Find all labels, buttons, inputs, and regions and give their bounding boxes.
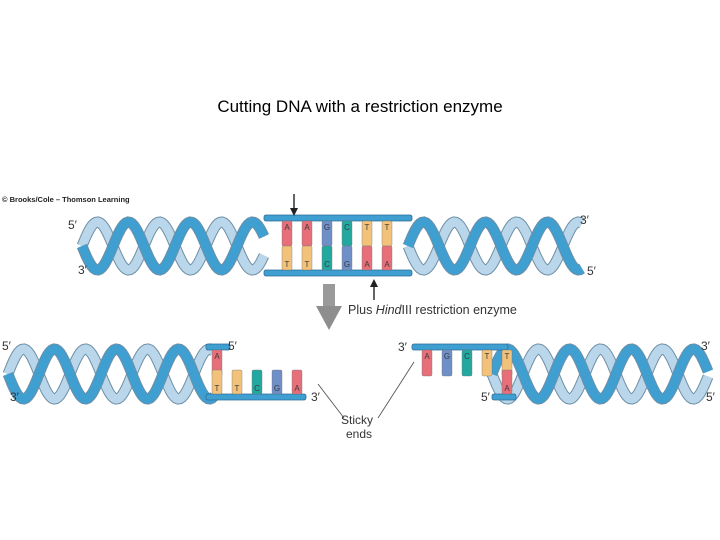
left-fragment-helix-back-strand <box>3 344 218 404</box>
helix-layer <box>2 216 714 405</box>
right-fragment-top-base-3-letter: C <box>464 352 470 361</box>
arrows-layer <box>290 194 415 419</box>
enzyme-label-prefix: Plus <box>348 303 376 317</box>
bottom-base-3 <box>321 245 333 271</box>
right-fragment-top-base-4 <box>481 349 493 377</box>
sticky-ends-label-line2: ends <box>346 427 372 441</box>
right-fragment-3prime-label: 3′ <box>701 339 711 353</box>
right-fragment-bottom-end-label: 5′ <box>481 390 491 404</box>
left-fragment-bottom-base-2-letter: T <box>235 384 240 393</box>
left-fragment-bottom-base-3 <box>251 369 263 395</box>
left-fragment-top-end-label: 5′ <box>228 339 238 353</box>
process-arrow-shaft <box>323 284 335 306</box>
enzyme-label-suffix: restriction enzyme <box>412 303 517 317</box>
top-base-4-letter: C <box>344 223 350 232</box>
backbone-layer <box>205 214 517 401</box>
base-pairs-layer: A A G C T T T T C G A A A T T C G A A G C T T A <box>211 220 513 395</box>
right-fragment-helix-front-strand <box>487 344 713 404</box>
right-fragment-top-base-2-letter: G <box>444 352 450 361</box>
top-strand-5prime-label: 5′ <box>68 218 78 232</box>
right-fragment-top-base-2 <box>441 349 453 377</box>
sticky-pointer-right <box>377 361 415 419</box>
right-fragment-top-base-1-letter: A <box>424 352 430 361</box>
left-fragment-3prime-label: 3′ <box>10 390 20 404</box>
bottom-base-5-letter: A <box>364 260 370 269</box>
left-fragment-bottom-base-1-letter: T <box>215 384 220 393</box>
bottom-base-1 <box>281 245 293 271</box>
process-arrow-head <box>316 306 342 330</box>
top-strand-3prime-label: 3′ <box>580 213 590 227</box>
labels-layer: 5′ 3′ 3′ 5′ 5′ 3′ 5′ 3′ 3′ 5′ 3′ 5′ Plus… <box>2 213 716 441</box>
top-base-5-letter: T <box>365 223 370 232</box>
bottom-base-3-letter: C <box>324 260 330 269</box>
page-title: Cutting DNA with a restriction enzyme <box>217 97 503 116</box>
left-fragment-top-base-1-letter: A <box>214 352 220 361</box>
top-helix-right-front-strand <box>403 217 585 275</box>
left-fragment-top-backbone <box>205 343 231 351</box>
cut-site-arrowhead-bottom <box>370 279 378 287</box>
right-fragment-top-end-label: 3′ <box>398 340 408 354</box>
bottom-strand-backbone <box>263 269 413 277</box>
bottom-strand-3prime-label: 3′ <box>78 263 88 277</box>
top-base-1-letter: A <box>284 223 290 232</box>
right-fragment-bottom-base-1 <box>501 369 513 395</box>
right-fragment-top-base-5-letter: T <box>505 352 510 361</box>
enzyme-label: Plus HindIII restriction enzyme <box>348 303 517 317</box>
bottom-base-6-letter: A <box>384 260 390 269</box>
bottom-base-4-letter: G <box>344 260 350 269</box>
right-fragment-top-base-3 <box>461 349 473 377</box>
top-base-6-letter: T <box>385 223 390 232</box>
right-fragment-top-base-4-letter: T <box>485 352 490 361</box>
bottom-base-5 <box>361 245 373 271</box>
left-fragment-5prime-label: 5′ <box>2 339 12 353</box>
right-fragment-5prime-label: 5′ <box>706 390 716 404</box>
right-fragment-top-backbone <box>411 343 509 351</box>
enzyme-name-italic: Hind <box>376 303 403 317</box>
bottom-base-2-letter: T <box>305 260 310 269</box>
left-fragment-helix-front-strand <box>3 344 218 404</box>
bottom-base-1-letter: T <box>285 260 290 269</box>
bottom-base-2 <box>301 245 313 271</box>
left-fragment-bottom-base-4-letter: G <box>274 384 280 393</box>
left-fragment-bottom-base-5 <box>291 369 303 395</box>
right-fragment-top-base-1 <box>421 349 433 377</box>
left-fragment-bottom-base-5-letter: A <box>294 384 300 393</box>
enzyme-name-roman: III <box>402 303 412 317</box>
top-base-3-letter: G <box>324 223 330 232</box>
top-strand-backbone <box>263 214 413 222</box>
bottom-strand-5prime-label: 5′ <box>587 264 597 278</box>
left-fragment-bottom-end-label: 3′ <box>311 390 321 404</box>
top-base-2-letter: A <box>304 223 310 232</box>
bottom-base-6 <box>381 245 393 271</box>
left-fragment-bottom-base-4 <box>271 369 283 395</box>
sticky-pointer-left <box>317 383 345 419</box>
right-fragment-bottom-base-1-letter: A <box>504 384 510 393</box>
cut-site-arrowhead-top <box>290 208 298 216</box>
left-fragment-bottom-base-3-letter: C <box>254 384 260 393</box>
copyright-notice: © Brooks/Cole – Thomson Learning <box>2 195 130 204</box>
left-fragment-bottom-base-1 <box>211 369 223 395</box>
left-fragment-bottom-base-2 <box>231 369 243 395</box>
right-fragment-helix-back-strand <box>487 344 713 404</box>
bottom-base-4 <box>341 245 353 271</box>
right-fragment-bottom-backbone <box>491 393 517 401</box>
top-helix-left-front-strand <box>77 217 269 275</box>
sticky-ends-label-line1: Sticky <box>341 413 373 427</box>
left-fragment-bottom-backbone <box>205 393 307 401</box>
